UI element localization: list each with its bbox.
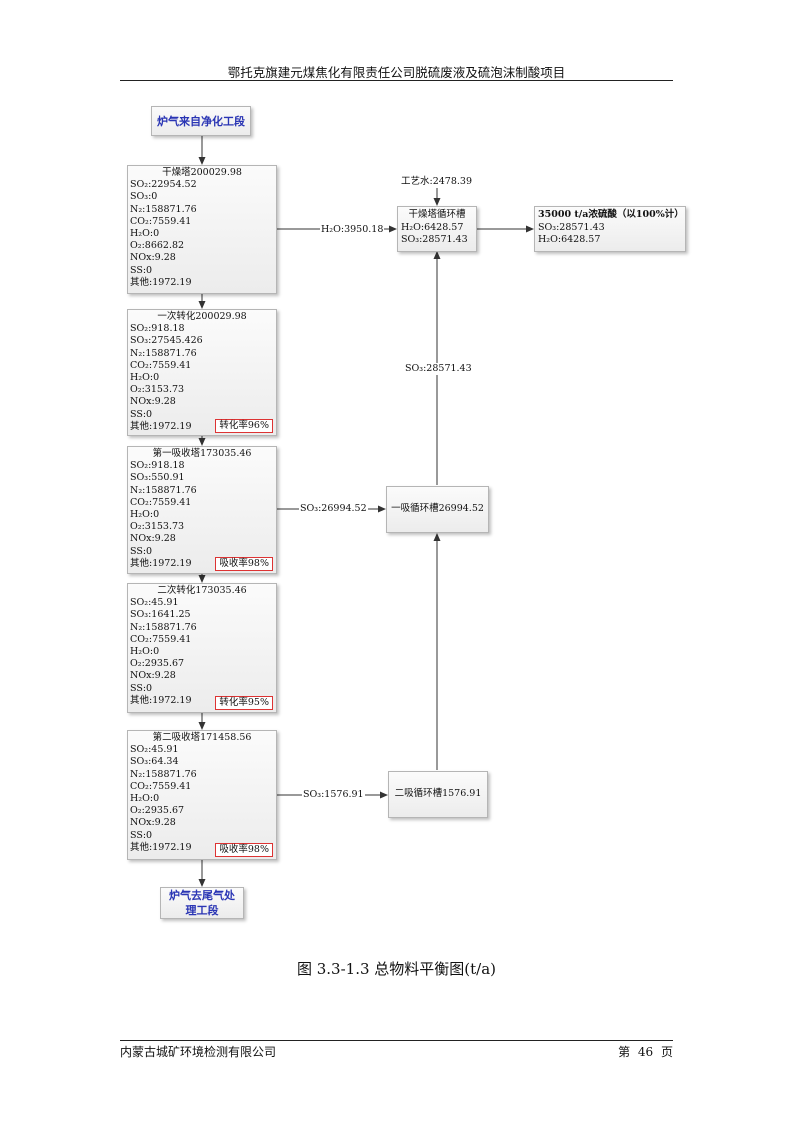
tank-line: H₂O:6428.57: [401, 221, 464, 233]
tower-line: SO₂:918.18: [130, 323, 185, 335]
tower-line: O₂:3153.73: [130, 384, 185, 396]
product-line: H₂O:6428.57: [538, 234, 601, 245]
conversion-rate-badge: 转化率96%: [215, 419, 273, 433]
tower-line: N₂:158871.76: [130, 621, 197, 633]
page-header-title: 鄂托克旗建元煤焦化有限责任公司脱硫废液及硫泡沫制酸项目: [227, 65, 566, 80]
tank-line: SO₃:28571.43: [401, 234, 468, 245]
footer-company: 内蒙古城矿环境检测有限公司: [120, 1045, 277, 1059]
flow-label-so3-up: SO₃:28571.43: [404, 363, 473, 375]
tower-line: SO₂:45.91: [130, 597, 179, 609]
tower-line: SO₃:64.34: [130, 756, 179, 768]
tower-line: SS:0: [130, 545, 153, 557]
tower-line: H₂O:0: [130, 228, 160, 240]
tower-title: 二次转化173035.46: [157, 585, 247, 596]
dryer-tower-box: 干燥塔200029.98 SO₂:22954.52 SO₃:0 N₂:15887…: [127, 165, 277, 294]
tower-line: CO₂:7559.41: [130, 780, 192, 792]
tower-line: N₂:158871.76: [130, 347, 197, 359]
tower-line: 其他:1972.19: [130, 557, 192, 569]
tower-line: O₂:2935.67: [130, 805, 185, 817]
tower-title: 干燥塔200029.98: [162, 167, 242, 178]
absorption-rate-badge: 吸收率98%: [215, 557, 273, 571]
process-water-label: 工艺水:2478.39: [401, 176, 472, 187]
tank-title: 干燥塔循环槽: [408, 209, 466, 220]
tower-line: N₂:158871.76: [130, 203, 197, 215]
absorber2-box: 第二吸收塔171458.56 SO₂:45.91 SO₃:64.34 N₂:15…: [127, 730, 277, 860]
tower-line: N₂:158871.76: [130, 484, 197, 496]
footer-divider: [120, 1040, 673, 1041]
tower-line: H₂O:0: [130, 372, 160, 384]
source-box: 炉气来自净化工段: [151, 106, 251, 136]
tower-line: SS:0: [130, 682, 153, 694]
tower-line: SO₃:27545.426: [130, 335, 203, 347]
tower-title: 一次转化200029.98: [157, 311, 247, 322]
tower-line: CO₂:7559.41: [130, 359, 192, 371]
tower-line: H₂O:0: [130, 646, 160, 658]
tower-line: SO₂:45.91: [130, 744, 179, 756]
tower-title: 第一吸收塔173035.46: [152, 448, 252, 459]
flow-label-so3-abs2: SO₃:1576.91: [302, 789, 365, 801]
conversion-rate-badge: 转化率95%: [215, 696, 273, 710]
sink-box: 炉气去尾气处理工段: [160, 887, 244, 919]
dry-tower-tank-box: 干燥塔循环槽 H₂O:6428.57 SO₃:28571.43: [397, 206, 477, 252]
tower-line: SO₃:550.91: [130, 472, 185, 484]
tower-line: H₂O:0: [130, 793, 160, 805]
tower-line: CO₂:7559.41: [130, 496, 192, 508]
product-line: SO₃:28571.43: [538, 221, 605, 233]
tower-line: 其他:1972.19: [130, 841, 192, 853]
tower-line: O₂:8662.82: [130, 240, 185, 252]
tower-line: NOx:9.28: [130, 252, 176, 264]
tower-title: 第二吸收塔171458.56: [152, 732, 252, 743]
header-divider: [120, 80, 673, 81]
tower-line: SO₃:1641.25: [130, 609, 191, 621]
tower-line: 其他:1972.19: [130, 694, 192, 706]
tower-line: CO₂:7559.41: [130, 633, 192, 645]
product-acid-box: 35000 t/a浓硫酸（以100%计） SO₃:28571.43 H₂O:64…: [534, 206, 686, 252]
tower-line: SS:0: [130, 264, 153, 276]
tower-line: 其他:1972.19: [130, 276, 192, 288]
tower-line: SO₂:918.18: [130, 460, 185, 472]
absorber1-tank-box: 一吸循环槽26994.52: [386, 486, 489, 533]
conversion2-box: 二次转化173035.46 SO₂:45.91 SO₃:1641.25 N₂:1…: [127, 583, 277, 713]
tower-line: NOx:9.28: [130, 533, 176, 545]
absorber2-tank-box: 二吸循环槽1576.91: [388, 771, 488, 818]
tower-line: N₂:158871.76: [130, 768, 197, 780]
product-title: 35000 t/a浓硫酸（以100%计）: [538, 209, 684, 220]
flow-label-h2o: H₂O:3950.18: [320, 224, 385, 236]
tower-line: O₂:3153.73: [130, 521, 185, 533]
flow-label-so3-abs1: SO₃:26994.52: [299, 503, 368, 515]
figure-caption: 图 3.3-1.3 总物料平衡图(t/a): [296, 960, 497, 978]
tower-line: SO₃:0: [130, 191, 158, 203]
tower-line: SS:0: [130, 408, 153, 420]
tower-line: SO₂:22954.52: [130, 179, 197, 191]
absorption-rate-badge: 吸收率98%: [215, 843, 273, 857]
footer-page-number: 第 46 页: [618, 1045, 673, 1059]
tower-line: NOx:9.28: [130, 670, 176, 682]
absorber1-box: 第一吸收塔173035.46 SO₂:918.18 SO₃:550.91 N₂:…: [127, 446, 277, 574]
tower-line: NOx:9.28: [130, 817, 176, 829]
tower-line: O₂:2935.67: [130, 658, 185, 670]
tower-line: 其他:1972.19: [130, 420, 192, 432]
conversion1-box: 一次转化200029.98 SO₂:918.18 SO₃:27545.426 N…: [127, 309, 277, 436]
tower-line: CO₂:7559.41: [130, 215, 192, 227]
tower-line: NOx:9.28: [130, 396, 176, 408]
tower-line: SS:0: [130, 829, 153, 841]
tower-line: H₂O:0: [130, 509, 160, 521]
